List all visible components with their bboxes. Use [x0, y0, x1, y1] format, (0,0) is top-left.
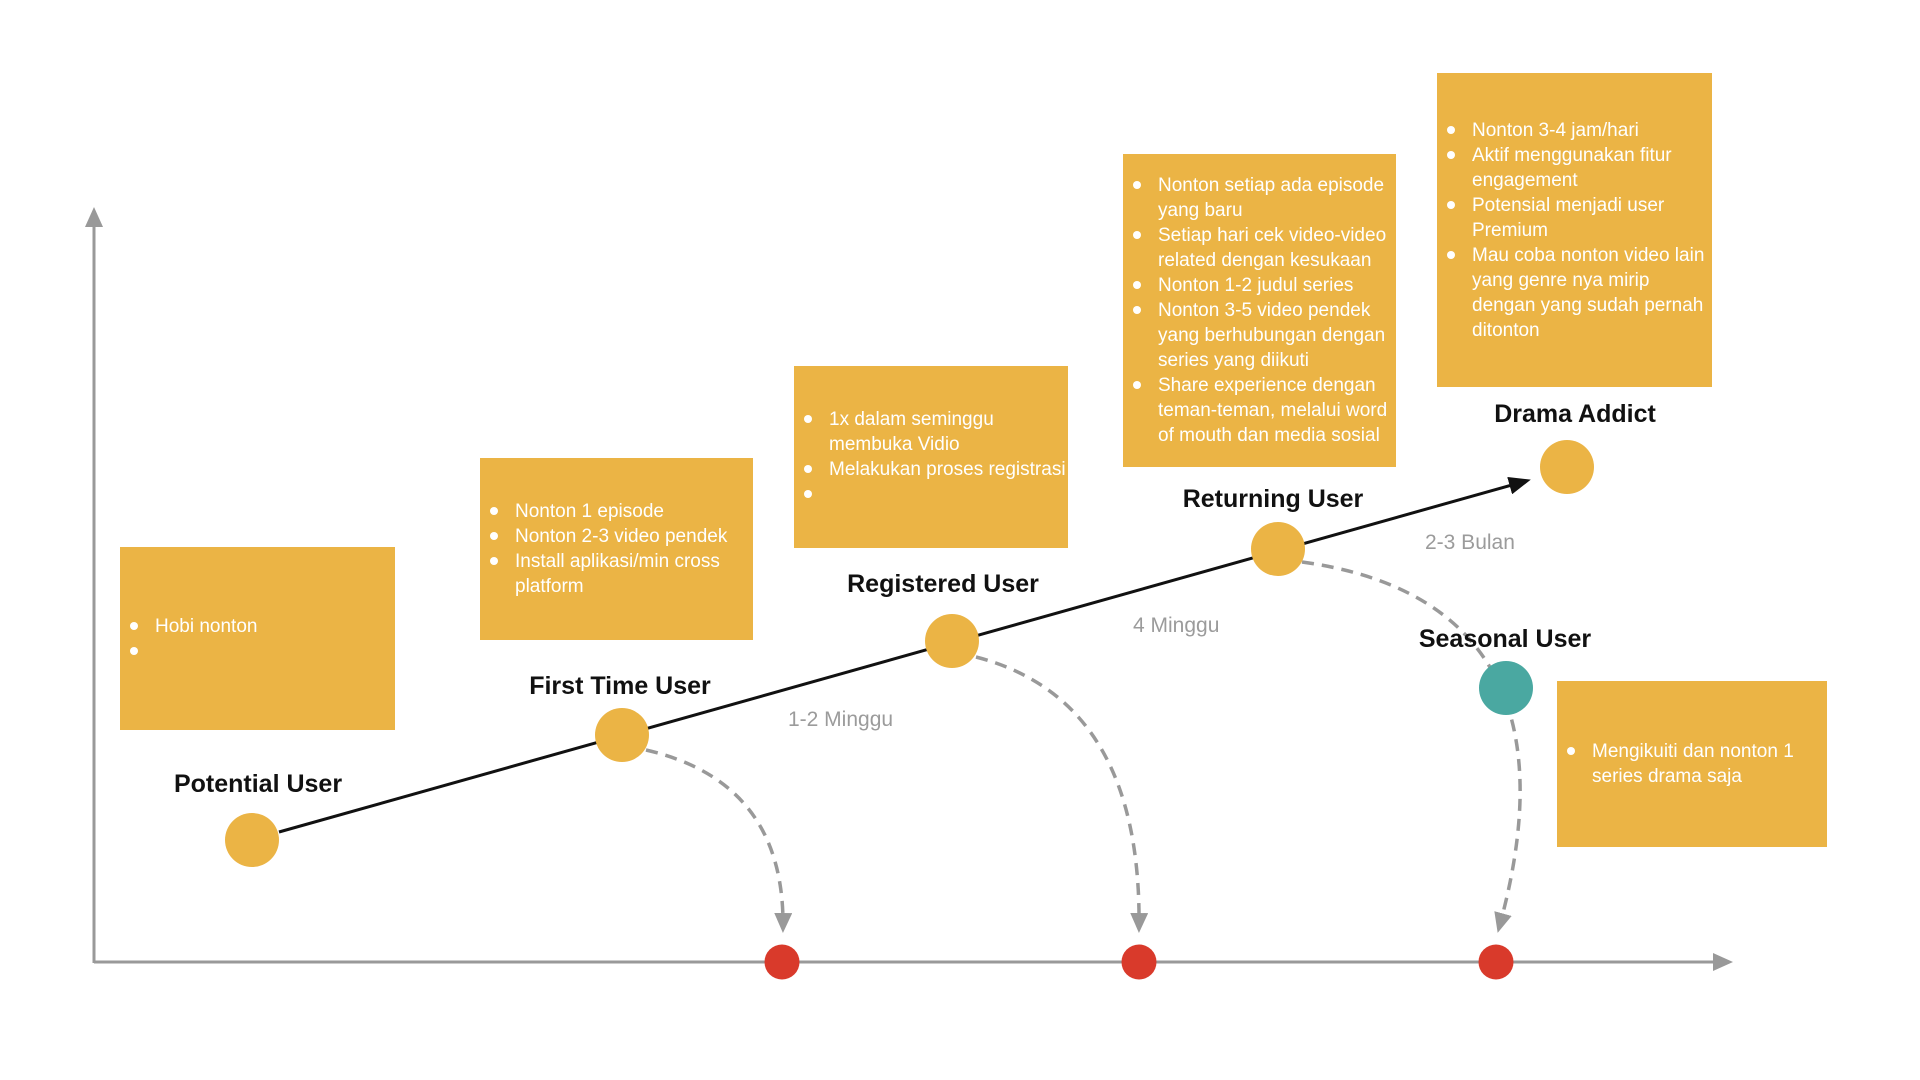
milestone-dot-seasonal-user [1479, 661, 1533, 715]
milestone-dot-potential-user [225, 813, 279, 867]
dropout-dot-1 [764, 944, 800, 980]
note-bullet-item: Nonton setiap ada episode yang baru [1131, 173, 1394, 223]
duration-label-1: 1-2 Minggu [788, 708, 894, 731]
milestone-dot-registered-user [925, 614, 979, 668]
note-bullet-text: Install aplikasi/min cross platform [515, 551, 720, 597]
note-bullet-text: Hobi nonton [155, 615, 258, 637]
duration-label-2: 4 Minggu [1133, 614, 1220, 637]
note-bullet-text: Nonton 3-4 jam/hari [1472, 119, 1639, 141]
stage-label-returning-user: Returning User [1182, 485, 1364, 513]
sticky-note-seasonal-user: Mengikuiti dan nonton 1 series drama saj… [1557, 681, 1827, 847]
note-bullet-list: Hobi nonton [128, 614, 393, 664]
note-bullet-item [128, 639, 393, 664]
duration-label-3: 2-3 Bulan [1425, 531, 1515, 554]
stage-label-registered-user: Registered User [847, 570, 1039, 598]
note-bullet-text: Aktif menggunakan fitur engagement [1472, 144, 1672, 191]
sticky-note-first-time-user: Nonton 1 episode Nonton 2-3 video pendek… [480, 458, 753, 640]
sticky-note-potential-user: Hobi nonton [120, 547, 395, 730]
note-bullet-text: Melakukan proses registrasi [829, 459, 1066, 480]
note-bullet-item: Hobi nonton [128, 614, 393, 639]
note-bullet-item: Install aplikasi/min cross platform [488, 549, 751, 599]
sticky-note-returning-user: Nonton setiap ada episode yang baru Seti… [1123, 154, 1396, 467]
note-bullet-text: Nonton 2-3 video pendek [515, 526, 728, 547]
note-bullet-item: Nonton 1-2 judul series [1131, 273, 1394, 298]
note-bullet-text: Share experience dengan teman-teman, mel… [1158, 375, 1388, 446]
stage-label-first-time-user: First Time User [529, 672, 711, 700]
dropout-curve-returning [1301, 560, 1522, 933]
stage-label-seasonal-user: Seasonal User [1418, 625, 1592, 653]
note-bullet-item: Potensial menjadi user Premium [1445, 193, 1710, 243]
note-bullet-item: Nonton 3-5 video pendek yang berhubungan… [1131, 298, 1394, 373]
note-bullet-text: Nonton 1-2 judul series [1158, 275, 1354, 296]
dropout-dot-3 [1478, 944, 1514, 980]
note-bullet-list: Mengikuiti dan nonton 1 series drama saj… [1565, 739, 1825, 789]
note-bullet-item: Nonton 1 episode [488, 499, 751, 524]
note-bullet-text: Mengikuiti dan nonton 1 series drama saj… [1592, 741, 1794, 787]
dropout-curve-registered [975, 655, 1149, 933]
dropout-curve-first-time [645, 748, 793, 933]
note-bullet-item: 1x dalam seminggu membuka Vidio [802, 407, 1066, 457]
note-bullet-text: Setiap hari cek video-video related deng… [1158, 225, 1387, 271]
note-bullet-text: Nonton setiap ada episode yang baru [1158, 175, 1385, 221]
sticky-note-registered-user: 1x dalam seminggu membuka Vidio Melakuka… [794, 366, 1068, 548]
note-bullet-item: Melakukan proses registrasi [802, 457, 1066, 482]
dropout-dot-2 [1121, 944, 1157, 980]
note-bullet-item: Setiap hari cek video-video related deng… [1131, 223, 1394, 273]
note-bullet-list: Nonton 1 episode Nonton 2-3 video pendek… [488, 499, 751, 599]
milestone-dot-drama-addict [1540, 440, 1594, 494]
note-bullet-text: Mau coba nonton video lain yang genre ny… [1472, 244, 1705, 341]
stage-label-potential-user: Potential User [173, 770, 343, 798]
note-bullet-list: Nonton 3-4 jam/hari Aktif menggunakan fi… [1445, 118, 1710, 343]
note-bullet-item: Share experience dengan teman-teman, mel… [1131, 373, 1394, 448]
note-bullet-list: Nonton setiap ada episode yang baru Seti… [1131, 173, 1394, 448]
note-bullet-text: Potensial menjadi user Premium [1472, 194, 1665, 241]
note-bullet-item: Nonton 2-3 video pendek [488, 524, 751, 549]
sticky-note-drama-addict: Nonton 3-4 jam/hari Aktif menggunakan fi… [1437, 73, 1712, 387]
note-bullet-text: Nonton 3-5 video pendek yang berhubungan… [1158, 300, 1386, 371]
note-bullet-item: Nonton 3-4 jam/hari [1445, 118, 1710, 143]
note-bullet-text: 1x dalam seminggu membuka Vidio [829, 409, 994, 455]
stage-label-drama-addict: Drama Addict [1494, 400, 1656, 428]
note-bullet-item: Mau coba nonton video lain yang genre ny… [1445, 243, 1710, 343]
note-bullet-item: Mengikuiti dan nonton 1 series drama saj… [1565, 739, 1825, 789]
milestone-dot-returning-user [1251, 522, 1305, 576]
note-bullet-list: 1x dalam seminggu membuka Vidio Melakuka… [802, 407, 1066, 507]
milestone-dot-first-time-user [595, 708, 649, 762]
journey-line-arrow [278, 476, 1531, 834]
note-bullet-item [802, 482, 1066, 507]
note-bullet-item: Aktif menggunakan fitur engagement [1445, 143, 1710, 193]
note-bullet-text: Nonton 1 episode [515, 501, 664, 522]
